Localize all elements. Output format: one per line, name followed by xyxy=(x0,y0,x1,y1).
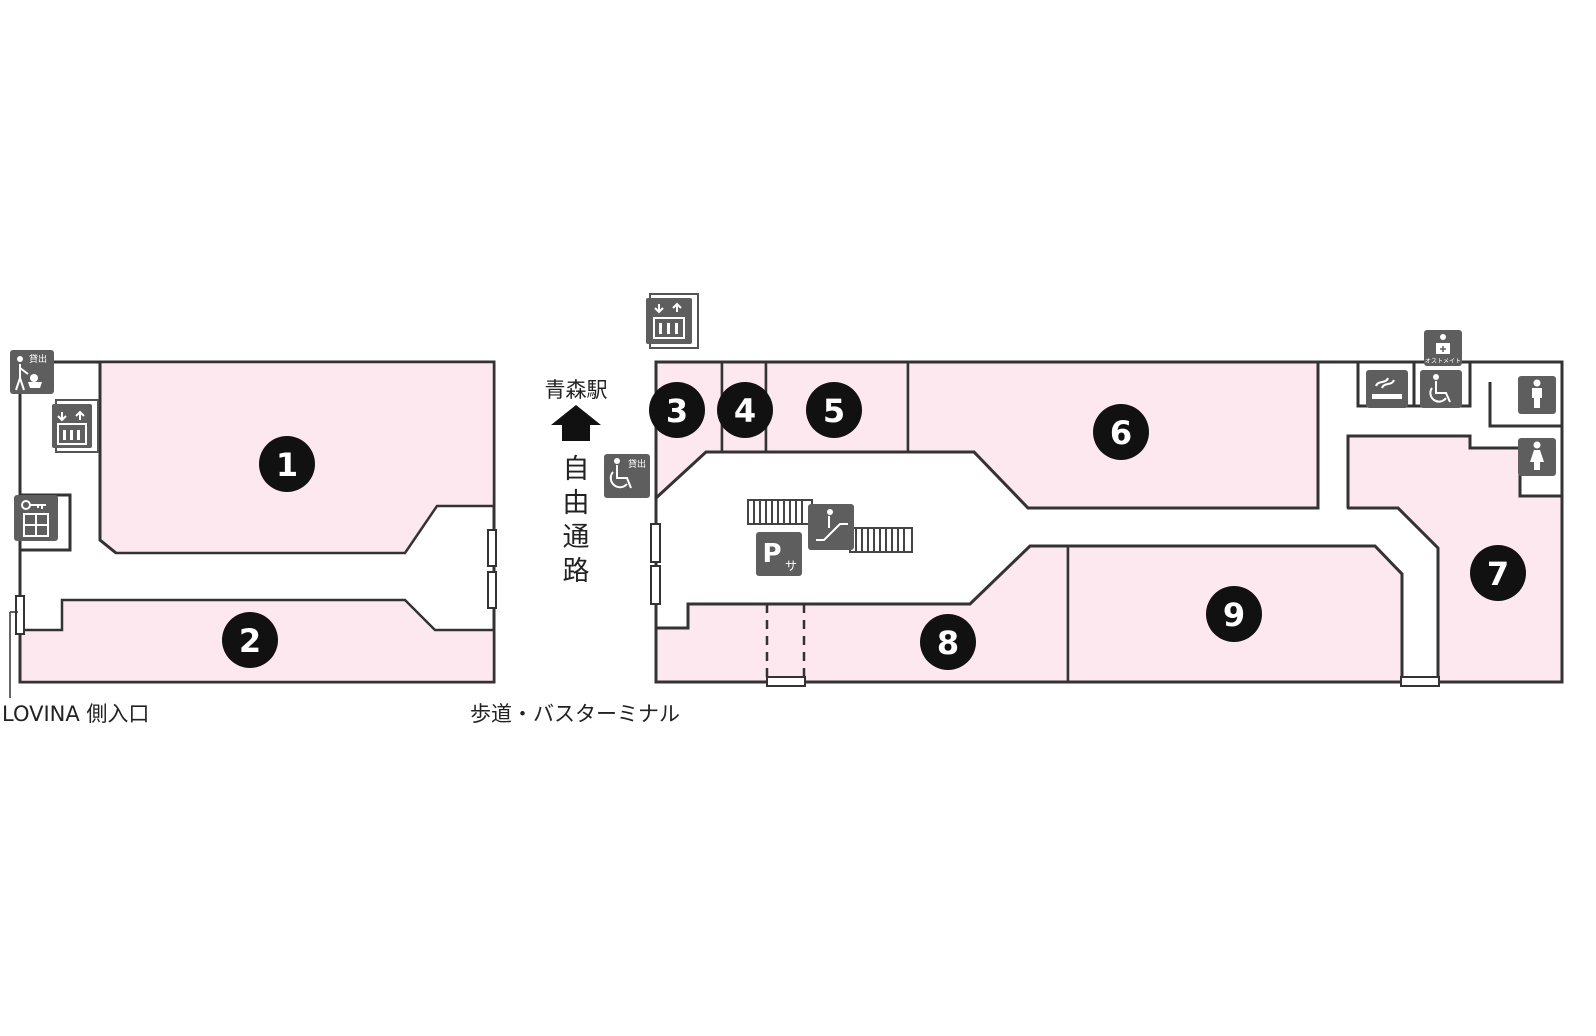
parking-sub-letter: サ xyxy=(785,559,797,573)
store-marker-5[interactable]: 5 xyxy=(806,382,862,438)
right-corridor-wall-south xyxy=(656,544,1404,682)
ostomate-icon[interactable]: オストメイト xyxy=(1424,330,1462,366)
station-arrow-icon xyxy=(551,405,601,441)
passage-label-char-3: 通 xyxy=(563,522,590,553)
store-markers: 1 2 3 4 5 6 7 8 xyxy=(222,382,1526,670)
right-corridor-wall-east xyxy=(1346,434,1562,682)
store-marker-3[interactable]: 3 xyxy=(649,382,705,438)
map-labels: 青森駅 自 由 通 路 LOVINA 側入口 歩道・バスターミナル xyxy=(2,378,680,726)
store-marker-2[interactable]: 2 xyxy=(222,612,278,668)
right-south-door-1[interactable] xyxy=(766,676,806,687)
store-number-7: 7 xyxy=(1487,555,1509,593)
right-building xyxy=(650,360,1564,687)
facility-icons: 貸出 xyxy=(10,293,1556,576)
parking-letter: P xyxy=(762,539,781,569)
store-number-6: 6 xyxy=(1110,414,1132,452)
parking-icon[interactable]: P サ xyxy=(756,532,802,576)
store-marker-9[interactable]: 9 xyxy=(1206,586,1262,642)
stairs-west xyxy=(747,499,813,525)
store-marker-7[interactable]: 7 xyxy=(1470,545,1526,601)
right-south-door-2[interactable] xyxy=(1400,676,1440,687)
left-east-door-2[interactable] xyxy=(487,571,497,609)
left-corridor-wall xyxy=(98,362,117,555)
elevator-icon-right[interactable] xyxy=(646,293,699,349)
store-number-3: 3 xyxy=(666,392,688,430)
stroller-rental-text: 貸出 xyxy=(29,353,47,365)
store-number-8: 8 xyxy=(937,624,959,662)
right-corridor-wall-north xyxy=(654,362,1320,510)
stairs-east xyxy=(849,527,913,553)
right-west-door-1[interactable] xyxy=(650,523,661,563)
elevator-icon-left[interactable] xyxy=(52,399,99,453)
passage-label-char-4: 路 xyxy=(563,556,590,587)
passage-label-char-2: 由 xyxy=(563,488,590,519)
escalator-icon[interactable] xyxy=(808,504,854,550)
store-8-area[interactable] xyxy=(654,544,1070,684)
lovina-entrance-door[interactable] xyxy=(15,595,25,635)
stroller-rental-icon[interactable]: 貸出 xyxy=(10,350,54,394)
store-marker-6[interactable]: 6 xyxy=(1093,404,1149,460)
lovina-entrance-label: LOVINA 側入口 xyxy=(2,702,149,726)
smoking-icon[interactable] xyxy=(1366,370,1408,408)
store-marker-4[interactable]: 4 xyxy=(717,382,773,438)
store-marker-8[interactable]: 8 xyxy=(920,614,976,670)
ostomate-text: オストメイト xyxy=(1425,358,1461,365)
store-number-2: 2 xyxy=(239,622,261,660)
store-number-4: 4 xyxy=(734,392,756,430)
sidewalk-busterminal-label: 歩道・バスターミナル xyxy=(470,702,680,726)
left-east-door-1[interactable] xyxy=(487,529,497,567)
womens-toilet-icon[interactable] xyxy=(1518,438,1556,476)
accessible-toilet-icon[interactable] xyxy=(1420,370,1462,408)
locker-icon[interactable] xyxy=(14,495,58,541)
wheelchair-rental-text: 貸出 xyxy=(628,458,646,470)
store-number-5: 5 xyxy=(823,392,845,430)
restroom-partitions xyxy=(1356,362,1562,428)
store-number-1: 1 xyxy=(276,446,298,484)
mens-toilet-icon[interactable] xyxy=(1518,376,1556,414)
right-west-door-2[interactable] xyxy=(650,565,661,605)
passage-label-char-1: 自 xyxy=(563,454,590,485)
station-label: 青森駅 xyxy=(545,378,608,402)
wheelchair-rental-icon[interactable]: 貸出 xyxy=(604,454,650,498)
store-number-9: 9 xyxy=(1223,596,1245,634)
store-marker-1[interactable]: 1 xyxy=(259,436,315,492)
